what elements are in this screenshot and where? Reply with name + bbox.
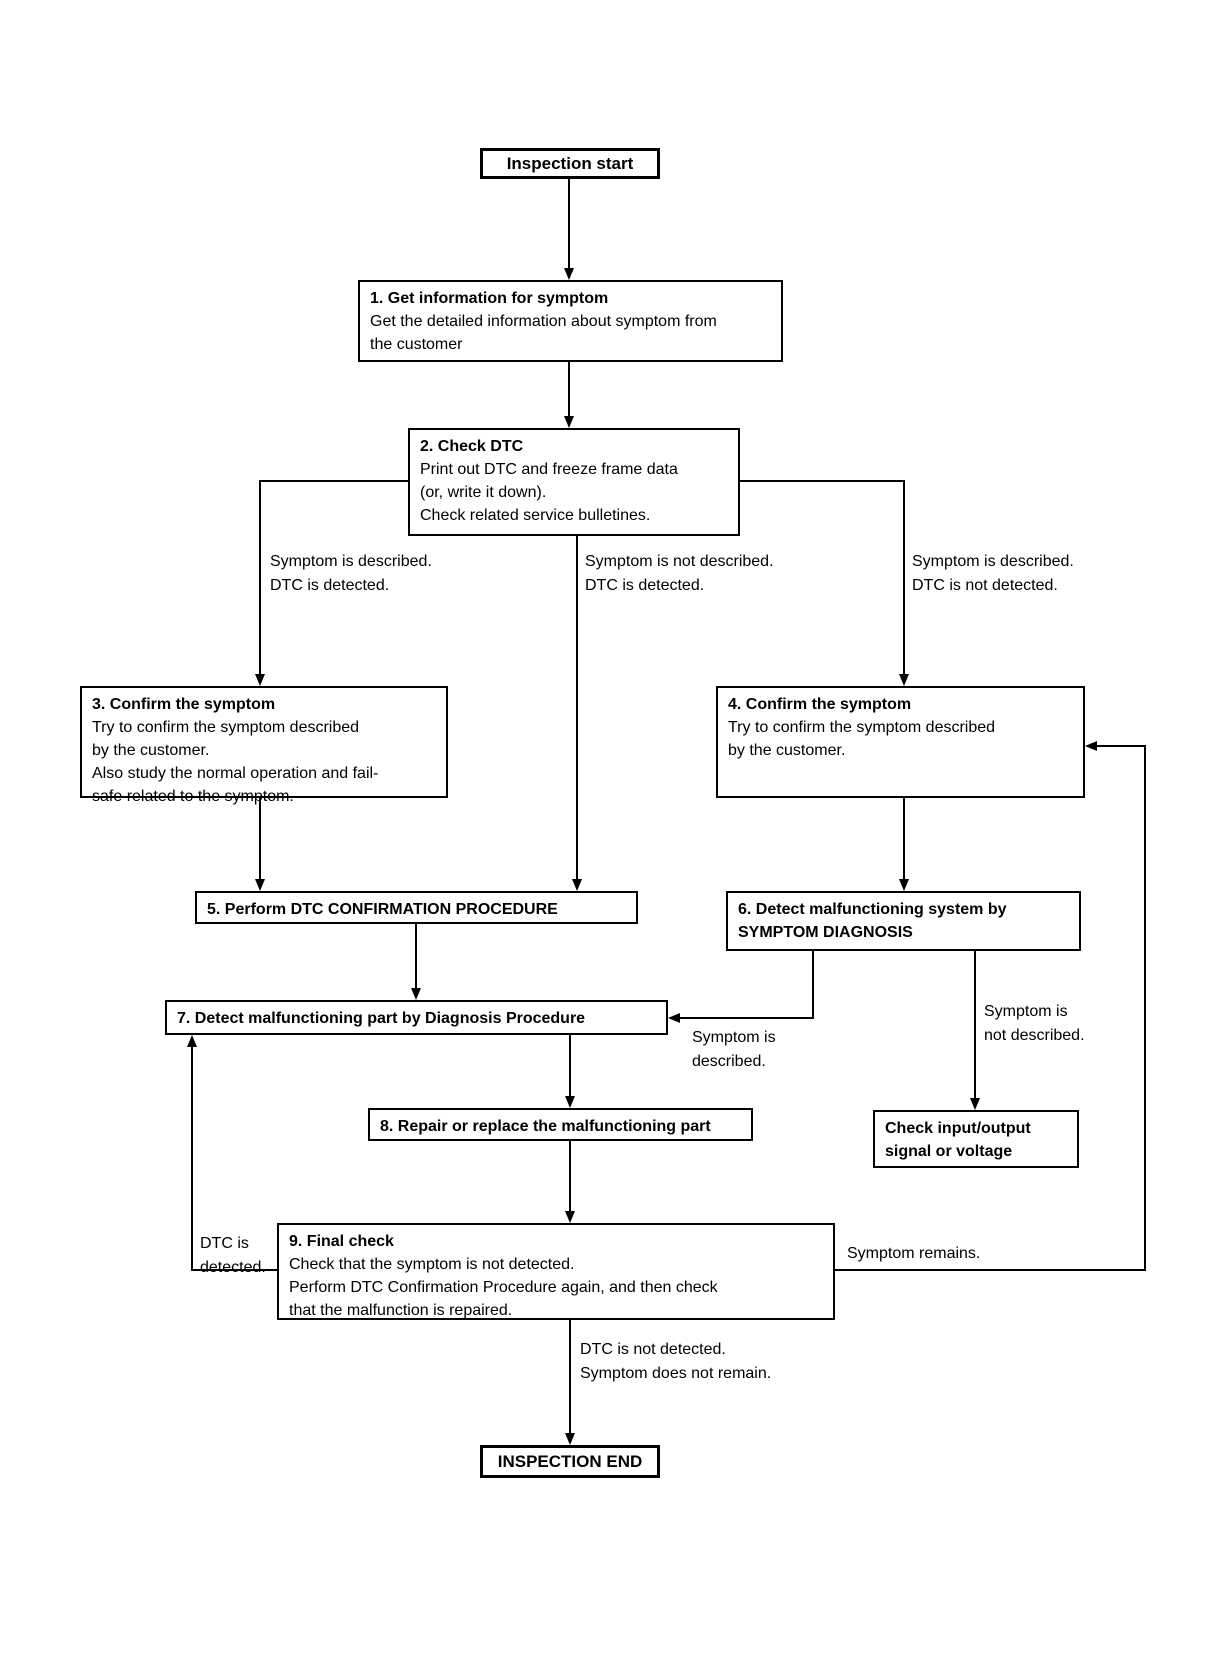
arrowhead-into-step3 — [255, 674, 265, 686]
edge-step3-to-step5 — [259, 798, 261, 881]
label-symptom-remains: Symptom remains. — [847, 1242, 980, 1266]
label-branch-left: Symptom is described. DTC is detected. — [270, 550, 432, 598]
step1-line: Get the detailed information about sympt… — [370, 313, 717, 330]
step1-title: 1. Get information for symptom — [370, 290, 609, 307]
edge-step9-loop-right-top — [1097, 745, 1146, 747]
node-step6-detect-system: 6. Detect malfunctioning system by SYMPT… — [726, 891, 1081, 951]
edge-step2-right-branch-v — [903, 480, 905, 678]
label-inspection-end-condition: DTC is not detected. Symptom does not re… — [580, 1338, 771, 1386]
arrowhead-into-step4 — [899, 674, 909, 686]
edge-step9-loop-left-v — [191, 1047, 193, 1271]
label-inspection-end-condition-line: DTC is not detected. — [580, 1341, 726, 1358]
label-branch-right-line: Symptom is described. — [912, 553, 1074, 570]
arrowhead-into-step7 — [411, 988, 421, 1000]
label-dtc-detected: DTC is detected. — [200, 1232, 266, 1280]
step9-title: 9. Final check — [289, 1233, 394, 1250]
label-symptom-described-line: Symptom is — [692, 1029, 776, 1046]
edge-step2-middle-branch — [576, 536, 578, 881]
step2-line: (or, write it down). — [420, 484, 547, 501]
edge-step9-loop-left-h — [192, 1269, 277, 1271]
edge-step2-left-branch-v — [259, 480, 261, 678]
step2-line: Print out DTC and freeze frame data — [420, 461, 678, 478]
edge-step5-to-step7 — [415, 924, 417, 990]
label-branch-middle-line: Symptom is not described. — [585, 553, 774, 570]
edge-step6-to-step7-v — [812, 951, 814, 1019]
node-step1-get-information: 1. Get information for symptom Get the d… — [358, 280, 783, 362]
inspection-start-label: Inspection start — [506, 154, 634, 173]
step4-title: 4. Confirm the symptom — [728, 696, 912, 713]
edge-step2-left-branch-h — [260, 480, 408, 482]
arrowhead-into-step6 — [899, 879, 909, 891]
step2-line: Check related service bulletines. — [420, 507, 651, 524]
arrowhead-into-step4-right — [1085, 741, 1097, 751]
check-io-title: Check input/output — [885, 1120, 1031, 1137]
step9-line: Perform DTC Confirmation Procedure again… — [289, 1279, 718, 1296]
label-branch-left-line: DTC is detected. — [270, 577, 390, 594]
step3-line: by the customer. — [92, 742, 210, 759]
label-branch-middle-line: DTC is detected. — [585, 577, 705, 594]
arrowhead-into-step1 — [564, 268, 574, 280]
edge-step2-right-branch-h — [740, 480, 905, 482]
step4-line: by the customer. — [728, 742, 846, 759]
label-symptom-described-line: described. — [692, 1053, 766, 1070]
arrowhead-into-end — [565, 1433, 575, 1445]
step8-title: 8. Repair or replace the malfunctioning … — [380, 1118, 711, 1135]
label-dtc-detected-line: detected. — [200, 1259, 266, 1276]
step3-title: 3. Confirm the symptom — [92, 696, 276, 713]
label-inspection-end-condition-line: Symptom does not remain. — [580, 1365, 772, 1382]
node-step9-final-check: 9. Final check Check that the symptom is… — [277, 1223, 835, 1320]
edge-step6-to-step7-h — [680, 1017, 814, 1019]
node-inspection-end: INSPECTION END — [480, 1445, 660, 1478]
node-step3-confirm-symptom: 3. Confirm the symptom Try to confirm th… — [80, 686, 448, 805]
edge-step9-loop-right-h — [835, 1269, 1146, 1271]
edge-step9-loop-right-v — [1144, 745, 1146, 1271]
label-symptom-not-described-line: Symptom is — [984, 1003, 1068, 1020]
step4-line: Try to confirm the symptom described — [728, 719, 996, 736]
label-symptom-not-described-line: not described. — [984, 1027, 1085, 1044]
inspection-end-label: INSPECTION END — [497, 1452, 643, 1471]
label-dtc-detected-line: DTC is — [200, 1235, 249, 1252]
node-step4-confirm-symptom: 4. Confirm the symptom Try to confirm th… — [716, 686, 1085, 798]
label-symptom-remains-line: Symptom remains. — [847, 1245, 981, 1262]
arrowhead-into-step7-right — [668, 1013, 680, 1023]
node-step2-check-dtc: 2. Check DTC Print out DTC and freeze fr… — [408, 428, 740, 536]
step9-line: that the malfunction is repaired. — [289, 1302, 513, 1319]
node-check-input-output: Check input/output signal or voltage — [873, 1110, 1079, 1168]
node-step7-detect-part: 7. Detect malfunctioning part by Diagnos… — [165, 1000, 668, 1035]
step3-line: safe related to the symptom. — [92, 788, 294, 805]
check-io-title2: signal or voltage — [885, 1143, 1013, 1160]
edge-step1-to-step2 — [568, 362, 570, 420]
arrowhead-into-step2 — [564, 416, 574, 428]
node-step8-repair-replace: 8. Repair or replace the malfunctioning … — [368, 1108, 753, 1141]
step9-line: Check that the symptom is not detected. — [289, 1256, 575, 1273]
step6-title: 6. Detect malfunctioning system by — [738, 901, 1007, 918]
node-inspection-start: Inspection start — [480, 148, 660, 179]
edge-step8-to-step9 — [569, 1141, 571, 1213]
label-branch-left-line: Symptom is described. — [270, 553, 432, 570]
step1-line: the customer — [370, 336, 463, 353]
edge-step7-to-step8 — [569, 1035, 571, 1098]
step3-line: Try to confirm the symptom described — [92, 719, 360, 736]
label-symptom-not-described: Symptom is not described. — [984, 1000, 1085, 1048]
step5-title: 5. Perform DTC CONFIRMATION PROCEDURE — [207, 901, 558, 918]
edge-step9-to-end — [569, 1320, 571, 1435]
arrowhead-into-step7-bottom — [187, 1035, 197, 1047]
arrowhead-into-step5-middle — [572, 879, 582, 891]
label-branch-right-line: DTC is not detected. — [912, 577, 1058, 594]
arrowhead-into-check-io — [970, 1098, 980, 1110]
edge-step6-to-check-io — [974, 951, 976, 1100]
label-branch-right: Symptom is described. DTC is not detecte… — [912, 550, 1074, 598]
edge-step4-to-step6 — [903, 798, 905, 881]
label-branch-middle: Symptom is not described. DTC is detecte… — [585, 550, 774, 598]
arrowhead-into-step8 — [565, 1096, 575, 1108]
arrowhead-into-step9 — [565, 1211, 575, 1223]
step2-title: 2. Check DTC — [420, 438, 524, 455]
edge-start-to-step1 — [568, 178, 570, 272]
label-symptom-described: Symptom is described. — [692, 1026, 776, 1074]
step7-title: 7. Detect malfunctioning part by Diagnos… — [177, 1010, 586, 1027]
step3-line: Also study the normal operation and fail… — [92, 765, 379, 782]
node-step5-dtc-confirmation: 5. Perform DTC CONFIRMATION PROCEDURE — [195, 891, 638, 924]
arrowhead-into-step5-left — [255, 879, 265, 891]
step6-title2: SYMPTOM DIAGNOSIS — [738, 924, 913, 941]
